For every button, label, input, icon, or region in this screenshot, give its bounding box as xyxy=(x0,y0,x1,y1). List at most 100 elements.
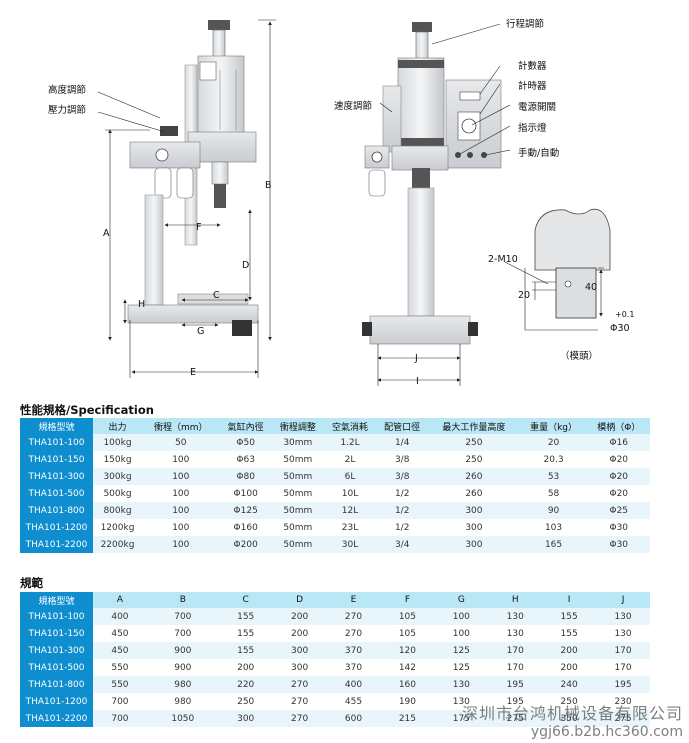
value-cell: 6L xyxy=(323,468,377,485)
value-cell: 275 xyxy=(488,710,543,727)
value-cell: 200 xyxy=(272,608,327,625)
value-cell: 100 xyxy=(142,536,220,553)
value-cell: 105 xyxy=(398,628,416,639)
value-cell: 170 xyxy=(488,642,543,659)
model-cell: THA101-2200 xyxy=(20,536,93,553)
value-cell: 130 xyxy=(614,628,632,639)
label-manual-auto: 手動/自動 xyxy=(518,148,560,159)
value-cell: 250 xyxy=(428,434,520,451)
dim-G: G xyxy=(197,326,205,337)
value-cell: Φ125 xyxy=(219,502,272,519)
value-cell: 155 xyxy=(218,642,273,659)
value-cell: Φ25 xyxy=(587,502,650,519)
performance-header-row: 規格型號出力衝程（mm）氣缸內徑衝程調整空氣消耗配管口徑最大工作量高度重量（kg… xyxy=(20,418,650,434)
value-cell: 800kg xyxy=(93,502,143,519)
value-cell: 300 xyxy=(272,642,327,659)
value-cell: 130 xyxy=(506,628,524,639)
label-height-adjust: 高度調節 xyxy=(48,85,87,96)
dimensions-header-cell: J xyxy=(596,592,650,608)
value-cell: 105 xyxy=(380,608,435,625)
value-cell: 450 xyxy=(93,642,147,659)
model-cell: THA101-800 xyxy=(20,676,93,693)
value-cell: 200 xyxy=(542,642,597,659)
performance-header-cell: 規格型號 xyxy=(20,418,93,434)
model-cell: THA101-500 xyxy=(20,659,93,676)
value-cell: 150kg xyxy=(103,454,132,465)
value-cell: 50 xyxy=(142,434,220,451)
value-cell: 155 xyxy=(560,628,578,639)
performance-header-cell: 最大工作量高度 xyxy=(428,418,520,434)
value-cell: 130 xyxy=(452,696,470,707)
value-cell: 100 xyxy=(142,502,220,519)
dim-phi30: Φ30 xyxy=(610,323,630,334)
dim-40: 40 xyxy=(585,282,598,293)
performance-table: 規格型號出力衝程（mm）氣缸內徑衝程調整空氣消耗配管口徑最大工作量高度重量（kg… xyxy=(20,418,650,553)
value-cell: 20 xyxy=(519,434,588,451)
value-cell: Φ16 xyxy=(587,434,650,451)
dimensions-header-cell: B xyxy=(146,592,219,608)
value-cell: Φ20 xyxy=(609,454,629,465)
value-cell: 215 xyxy=(380,710,435,727)
value-cell: 100 xyxy=(434,608,489,625)
value-cell: 155 xyxy=(542,608,597,625)
value-cell: 195 xyxy=(506,696,524,707)
value-cell: 100kg xyxy=(93,434,143,451)
value-cell: 100 xyxy=(172,488,190,499)
value-cell: 270 xyxy=(291,696,309,707)
value-cell: 400 xyxy=(93,608,147,625)
value-cell: 175 xyxy=(434,710,489,727)
value-cell: 155 xyxy=(218,608,273,625)
dimensions-header-cell: G xyxy=(434,592,489,608)
performance-header-cell: 衝程調整 xyxy=(271,418,324,434)
value-cell: Φ20 xyxy=(587,468,650,485)
performance-header-cell: 出力 xyxy=(93,418,143,434)
value-cell: 20.3 xyxy=(543,454,564,465)
value-cell: 58 xyxy=(547,488,560,499)
value-cell: 200 xyxy=(237,662,255,673)
value-cell: 10L xyxy=(341,488,359,499)
dim-D: D xyxy=(242,260,250,271)
value-cell: 165 xyxy=(519,536,588,553)
model-cell: THA101-300 xyxy=(20,468,93,485)
dimensions-header-cell: 規格型號 xyxy=(20,592,93,608)
value-cell: 300 xyxy=(428,536,520,553)
value-cell: 125 xyxy=(452,662,470,673)
value-cell: 100 xyxy=(452,628,470,639)
value-cell: 550 xyxy=(111,662,129,673)
performance-header-cell: 衝程（mm） xyxy=(142,418,220,434)
value-cell: 250 xyxy=(465,454,483,465)
value-cell: 50mm xyxy=(271,502,324,519)
value-cell: 103 xyxy=(544,522,563,533)
label-speed-adjust: 速度調節 xyxy=(334,101,373,112)
model-cell: THA101-150 xyxy=(20,625,93,642)
model-cell: THA101-300 xyxy=(20,642,93,659)
value-cell: 1/2 xyxy=(394,488,410,499)
value-cell: 50mm xyxy=(283,522,313,533)
watermark: 深圳市台鸿机械设备有限公司 ygj66.b2b.hc360.com xyxy=(462,700,683,740)
value-cell: 270 xyxy=(272,676,327,693)
performance-header-cell: 模柄（Φ） xyxy=(587,418,650,434)
value-cell: 195 xyxy=(488,676,543,693)
value-cell: 270 xyxy=(326,608,381,625)
dim-C: C xyxy=(213,290,220,301)
dimensions-header-cell: A xyxy=(93,592,147,608)
value-cell: 30L xyxy=(323,536,377,553)
value-cell: 300 xyxy=(428,502,520,519)
dimensions-title: 規範 xyxy=(20,576,43,590)
value-cell: Φ20 xyxy=(609,488,629,499)
value-cell: 170 xyxy=(506,662,524,673)
value-cell: 1050 xyxy=(146,710,219,727)
performance-header-cell: 氣缸內徑 xyxy=(219,418,272,434)
dimensions-header-cell: C xyxy=(218,592,273,608)
value-cell: Φ30 xyxy=(587,536,650,553)
dimensions-header-cell: E xyxy=(326,592,381,608)
front-view-machine xyxy=(362,22,502,345)
